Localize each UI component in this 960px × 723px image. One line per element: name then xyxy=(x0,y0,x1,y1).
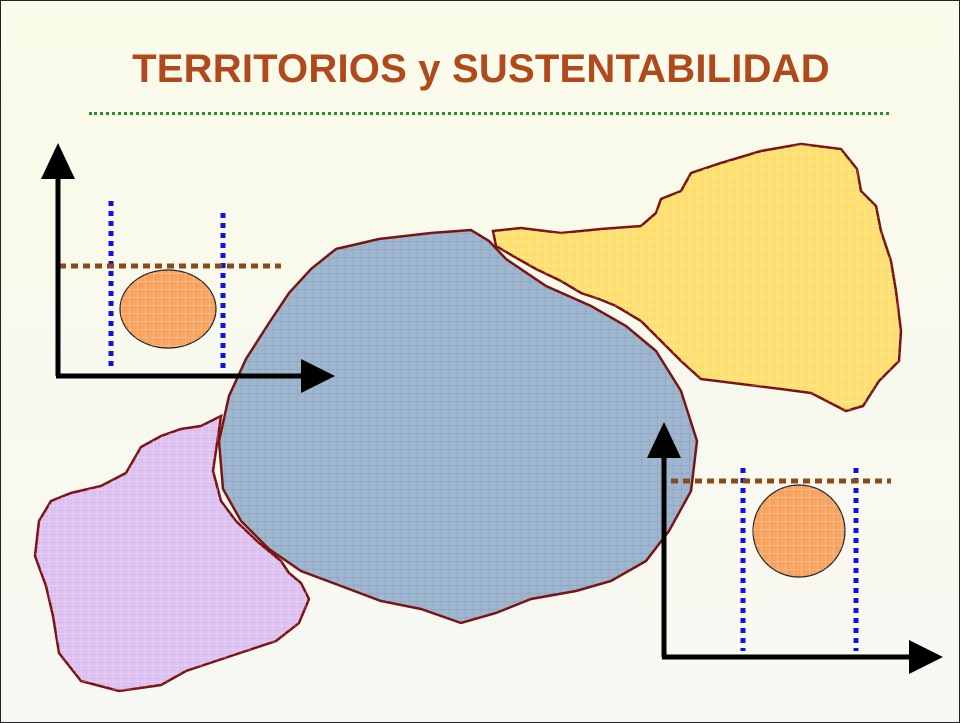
x-axis-arrowhead xyxy=(909,640,943,674)
slide-title: TERRITORIOS y SUSTENTABILIDAD xyxy=(132,47,830,91)
inset-chart-bottom-right xyxy=(647,422,943,674)
territory-top-right xyxy=(491,142,903,413)
y-axis-arrowhead xyxy=(41,143,75,179)
territory-center xyxy=(217,228,699,625)
y-axis-arrowhead xyxy=(647,422,681,458)
territory-left xyxy=(33,413,311,693)
inset-chart-top-left xyxy=(41,143,335,393)
x-axis-arrowhead xyxy=(301,359,335,393)
title-underline xyxy=(89,112,889,115)
